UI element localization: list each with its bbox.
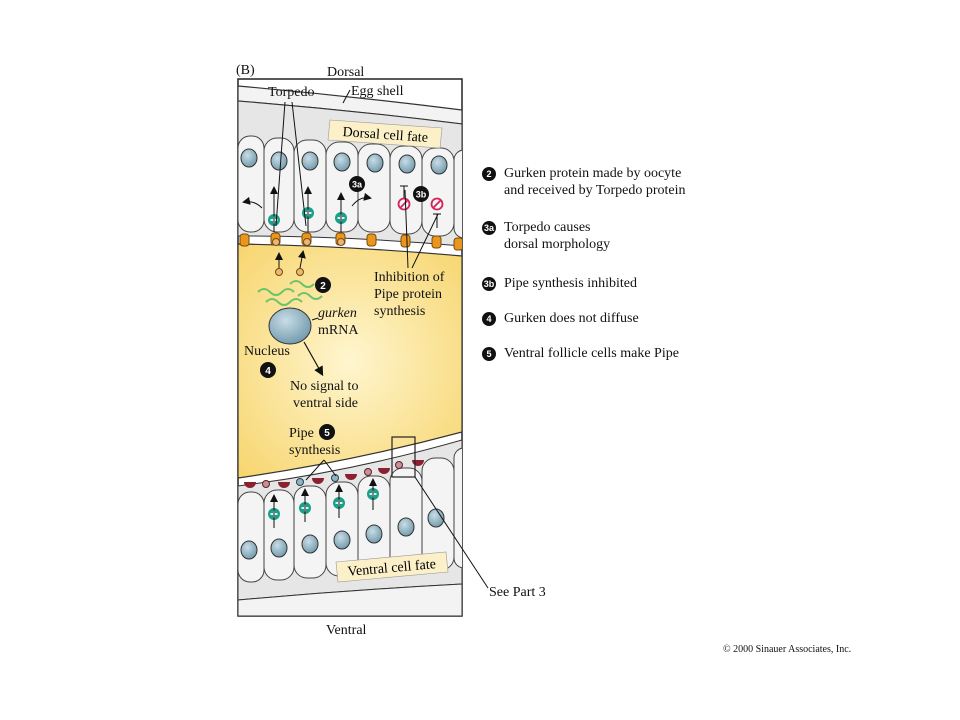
no-signal-label-2: ventral side xyxy=(293,396,358,411)
pipe-protein xyxy=(331,474,339,482)
pipe-protein xyxy=(262,480,270,488)
dorsal-cell-nucleus xyxy=(333,152,351,172)
torpedo-receptor xyxy=(431,235,442,249)
inhibition-icon xyxy=(430,197,444,211)
no-signal-label-1: No signal to xyxy=(290,379,359,394)
step-marker-3b xyxy=(413,186,429,202)
ventral-cell-nucleus xyxy=(365,524,383,544)
dorsal-label: Dorsal xyxy=(327,65,365,80)
inhibition-label-1: Inhibition of xyxy=(374,270,445,285)
diagram-step-markers: 3a 3b 2 4 5 xyxy=(260,176,429,440)
pipe-protein xyxy=(395,461,403,469)
step-marker-4-label: 4 xyxy=(265,366,271,377)
see-part-3-label: See Part 3 xyxy=(489,585,546,600)
ventral-cell-nucleus xyxy=(270,538,288,558)
dorsal-cell-nucleus xyxy=(270,151,288,171)
panel-label: (B) xyxy=(236,63,255,78)
legend-text: Gurken does not diffuse xyxy=(504,311,639,326)
step-marker-3a xyxy=(349,176,365,192)
inhibition-label-2: Pipe protein xyxy=(374,287,443,302)
torpedo-receptor xyxy=(453,237,462,251)
ventral-egg-shell xyxy=(238,583,462,616)
legend-line-1: Torpedo causes xyxy=(504,220,591,235)
step-marker-3b-label: 3b xyxy=(416,190,427,200)
step-marker-2 xyxy=(315,277,331,293)
gurken-protein xyxy=(275,268,283,276)
gurken-protein xyxy=(296,268,304,276)
pipe-receptor xyxy=(345,474,357,480)
step-marker-5-label: 5 xyxy=(324,428,330,439)
ventral-cell xyxy=(238,491,265,583)
pipe-receptor xyxy=(278,482,290,488)
pipe-label: Pipe xyxy=(289,426,314,441)
ventral-cell-nucleus xyxy=(397,517,415,537)
legend-text: Pipe synthesis inhibited xyxy=(504,276,637,291)
ventral-label: Ventral xyxy=(326,623,367,638)
legend-line-1: Gurken protein made by oocyte xyxy=(504,166,682,181)
gurken-bound xyxy=(272,238,280,246)
ventral-cell-nucleus xyxy=(301,534,319,554)
ventral-cell xyxy=(263,489,295,581)
pipe-receptor xyxy=(312,478,324,484)
legend-line-2: and received by Torpedo protein xyxy=(504,183,686,198)
legend-badge: 2 xyxy=(482,167,496,181)
legend-badge: 3b xyxy=(482,277,496,291)
no-signal-arrow xyxy=(303,341,324,377)
step-marker-3a-label: 3a xyxy=(352,180,363,190)
ventral-activation-markers xyxy=(268,478,379,528)
gurken-mrna xyxy=(257,280,323,306)
gurken-label: gurken xyxy=(318,306,357,321)
pipe-protein xyxy=(296,478,304,486)
copyright: © 2000 Sinauer Associates, Inc. xyxy=(723,644,852,655)
torpedo-receptor xyxy=(400,234,411,248)
dorsal-cell-nucleus xyxy=(430,155,448,175)
dorsal-cell-nucleus xyxy=(301,151,319,171)
egg-shell-label: Egg shell xyxy=(351,84,404,99)
ventral-cell xyxy=(293,485,327,579)
legend-line-2: dorsal morphology xyxy=(504,237,611,252)
legend-text: Ventral follicle cells make Pipe xyxy=(504,346,679,361)
pipe-receptor xyxy=(378,468,390,474)
fate-tags xyxy=(327,119,449,583)
dorsal-follicle-cells xyxy=(238,135,462,239)
dorsal-cell xyxy=(453,149,462,239)
inhibition-label-3: synthesis xyxy=(374,304,426,319)
dorsal-inhibition-markers xyxy=(397,185,444,228)
leader-lines xyxy=(275,89,489,589)
torpedo-receptor xyxy=(366,233,377,247)
legend-badge: 3a xyxy=(482,221,496,235)
pipe-synthesis-label: synthesis xyxy=(289,443,341,458)
ventral-cell-nucleus xyxy=(333,530,351,550)
torpedo-receptor xyxy=(239,233,250,247)
mrna-label: mRNA xyxy=(318,323,359,338)
ventral-cell-nucleus xyxy=(240,540,258,560)
legend-badge: 4 xyxy=(482,312,496,326)
see-part-3-box xyxy=(391,436,416,478)
dorsal-cell-fate-label: Dorsal cell fate xyxy=(342,125,428,146)
ventral-fate-tag-bg xyxy=(335,551,449,583)
gurken-bound xyxy=(337,238,345,246)
gurken-protein-signals xyxy=(275,250,306,276)
oocyte-nucleus xyxy=(268,307,312,345)
step-marker-5 xyxy=(319,424,335,440)
ventral-cell xyxy=(453,447,462,569)
nucleus-label: Nucleus xyxy=(244,344,290,359)
dorsal-cell-nucleus xyxy=(366,153,384,173)
step-marker-4 xyxy=(260,362,276,378)
step-marker-2-label: 2 xyxy=(320,281,326,292)
oocyte xyxy=(238,243,462,479)
legend-text: Torpedo causes dorsal morphology xyxy=(504,219,610,253)
torpedo-label: Torpedo xyxy=(268,85,315,100)
gurken-bound xyxy=(303,238,311,246)
legend-text: Gurken protein made by oocyte and receiv… xyxy=(504,165,685,199)
inhibition-icon xyxy=(397,197,411,211)
dorsal-cell-nucleus xyxy=(398,154,416,174)
pipe-protein xyxy=(364,468,372,476)
dorsal-fate-tag-bg xyxy=(327,119,443,149)
pipe-receptor xyxy=(244,482,256,488)
dorsal-cell-nucleus xyxy=(240,148,258,168)
torpedo-receptors xyxy=(239,232,462,251)
legend-badge: 5 xyxy=(482,347,496,361)
